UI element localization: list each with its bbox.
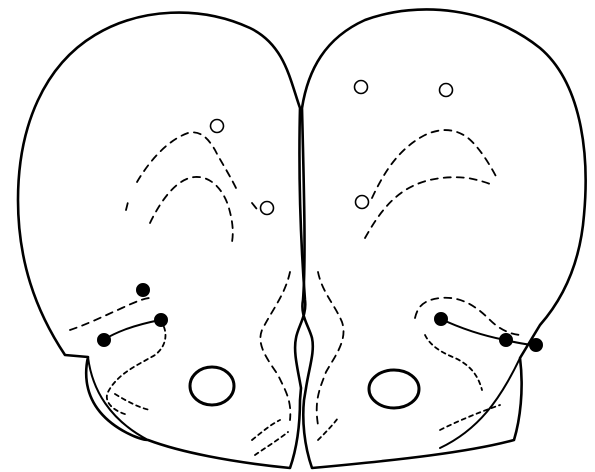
left-fold-line xyxy=(103,320,160,340)
right-fold-line xyxy=(441,319,536,345)
right-lobe-edge xyxy=(440,358,520,448)
right-open-marker-1 xyxy=(355,81,368,94)
left-open-marker-1 xyxy=(211,120,224,133)
left-hemisphere-outline xyxy=(18,13,305,468)
right-foramen xyxy=(369,370,419,408)
left-medial-dash xyxy=(260,272,290,420)
right-sulcus-lower xyxy=(365,177,490,238)
right-filled-marker-1 xyxy=(435,313,448,326)
left-sulcus-small xyxy=(126,198,129,210)
left-filled-marker-2 xyxy=(155,314,168,327)
right-open-marker-2 xyxy=(440,84,453,97)
left-sulcus-tick xyxy=(252,203,260,213)
left-bottom-dash xyxy=(115,394,150,410)
right-open-marker-3 xyxy=(356,196,369,209)
left-filled-marker-1 xyxy=(137,284,150,297)
left-hemisphere xyxy=(18,13,305,468)
left-open-marker-2 xyxy=(261,202,274,215)
right-filled-marker-3 xyxy=(530,339,543,352)
left-filled-marker-3 xyxy=(98,334,111,347)
left-sulcus-lower xyxy=(150,177,233,242)
right-filled-marker-2 xyxy=(500,334,513,347)
right-medial-dash xyxy=(317,272,344,425)
right-contour-inner xyxy=(425,335,482,390)
left-bottom-dash-2 xyxy=(252,420,288,455)
right-hemisphere xyxy=(302,9,586,468)
right-bottom-dash xyxy=(440,405,500,430)
left-foramen xyxy=(190,367,234,405)
right-sulcus-upper xyxy=(372,130,498,198)
right-bottom-dash-2 xyxy=(318,418,338,440)
right-hemisphere-outline xyxy=(302,9,586,468)
